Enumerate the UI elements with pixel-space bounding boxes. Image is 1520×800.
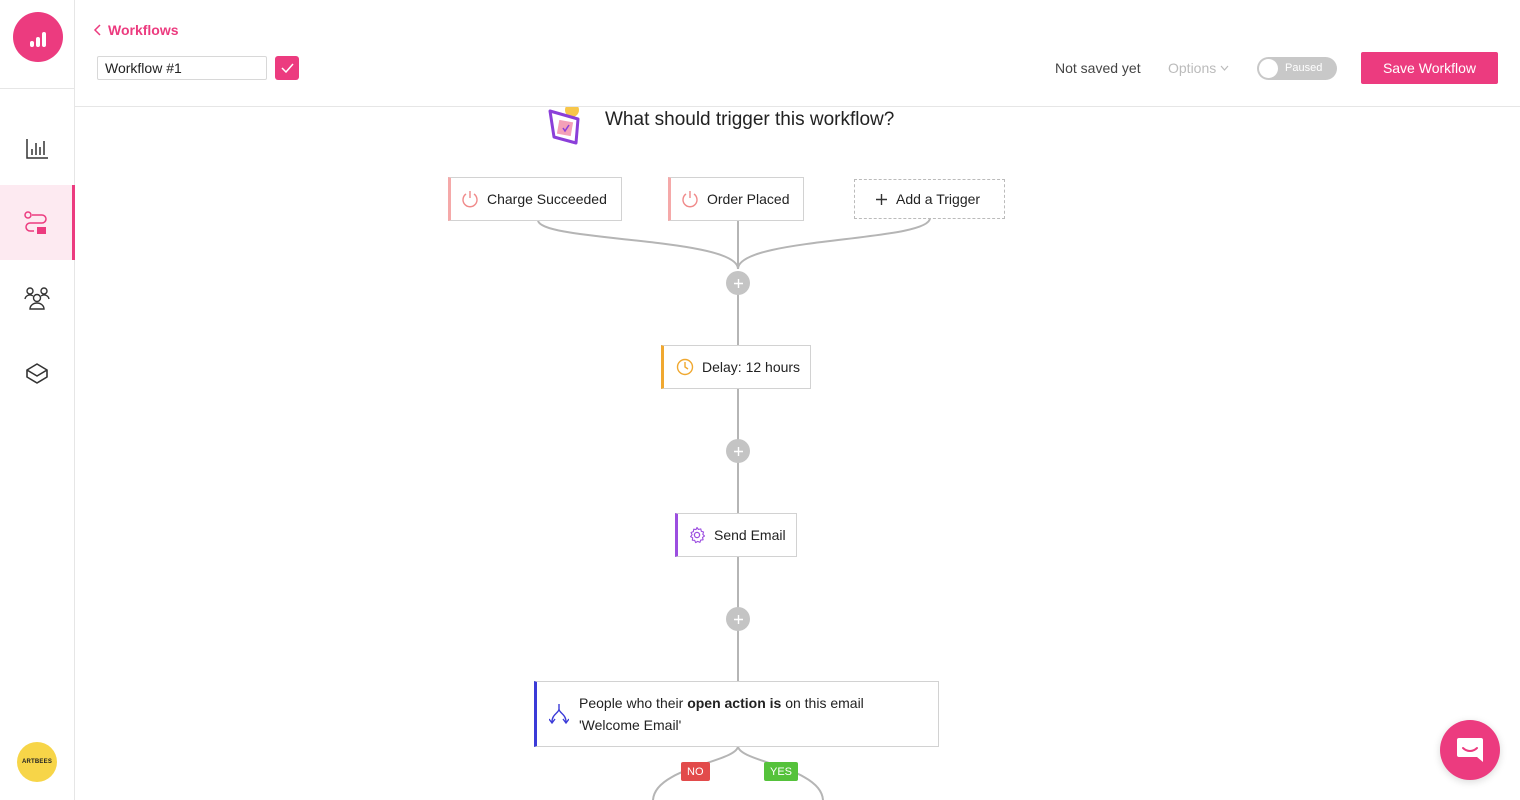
page-header: Workflows Not saved yet Options Paused S… [75, 0, 1520, 107]
workflow-canvas[interactable]: What should trigger this workflow? Charg… [75, 107, 1520, 800]
plus-icon [733, 614, 743, 624]
add-trigger-button[interactable]: Add a Trigger [854, 179, 1005, 219]
condition-node[interactable]: People who their open action is on this … [534, 681, 939, 747]
trigger-label: Charge Succeeded [487, 191, 607, 207]
delay-node[interactable]: Delay: 12 hours [661, 345, 811, 389]
plus-icon [875, 193, 888, 206]
sidebar-divider [0, 88, 75, 89]
options-label: Options [1168, 60, 1217, 76]
condition-bold: open action is [687, 695, 782, 711]
back-link-label: Workflows [108, 22, 179, 38]
send-email-node[interactable]: Send Email [675, 513, 797, 557]
app-logo[interactable] [13, 12, 63, 62]
condition-text: People who their open action is on this … [579, 692, 864, 736]
avatar-text: ARTBEES [21, 759, 53, 765]
trigger-node-charge-succeeded[interactable]: Charge Succeeded [448, 177, 622, 221]
plus-icon [733, 278, 743, 288]
plus-icon [733, 446, 743, 456]
chat-icon [1457, 738, 1483, 762]
add-step-button[interactable] [726, 607, 750, 631]
back-to-workflows-link[interactable]: Workflows [93, 22, 179, 38]
sidebar-item-analytics[interactable] [0, 111, 74, 186]
condition-suffix: on this email [781, 695, 864, 711]
gear-icon [688, 526, 706, 544]
save-workflow-button[interactable]: Save Workflow [1361, 52, 1498, 84]
save-status-text: Not saved yet [1055, 60, 1141, 76]
workflow-name-input[interactable] [97, 56, 267, 80]
sidebar: ARTBEES [0, 0, 75, 800]
account-avatar[interactable]: ARTBEES [17, 742, 57, 782]
workflows-icon [24, 210, 47, 234]
toggle-label: Paused [1285, 62, 1323, 74]
branch-yes-badge: YES [764, 762, 799, 781]
sidebar-item-products[interactable] [0, 336, 74, 411]
chevron-down-icon [1220, 65, 1229, 71]
condition-prefix: People who their [579, 695, 688, 711]
box-icon [26, 362, 48, 384]
options-dropdown[interactable]: Options [1168, 60, 1229, 76]
people-icon [24, 286, 50, 310]
trigger-prompt: What should trigger this workflow? [605, 109, 895, 130]
trigger-node-order-placed[interactable]: Order Placed [668, 177, 804, 221]
check-icon [280, 63, 294, 73]
condition-email-name: 'Welcome Email' [579, 717, 682, 733]
trigger-illustration-icon [548, 107, 580, 145]
analytics-icon [26, 138, 48, 159]
sidebar-item-people[interactable] [0, 260, 74, 335]
delay-label: Delay: 12 hours [702, 359, 801, 375]
power-icon [681, 190, 699, 208]
branch-no-badge: NO [681, 762, 710, 781]
sidebar-item-workflows[interactable] [0, 185, 75, 260]
chat-support-button[interactable] [1440, 720, 1500, 780]
workflow-status-toggle[interactable]: Paused [1257, 57, 1337, 80]
send-email-label: Send Email [714, 527, 786, 543]
add-step-button[interactable] [726, 271, 750, 295]
add-step-button[interactable] [726, 439, 750, 463]
power-icon [461, 190, 479, 208]
chevron-left-icon [93, 24, 101, 36]
trigger-label: Order Placed [707, 191, 790, 207]
clock-icon [676, 358, 694, 376]
toggle-knob [1259, 59, 1278, 78]
add-trigger-label: Add a Trigger [896, 191, 981, 207]
confirm-name-button[interactable] [275, 56, 299, 80]
split-branch-icon [549, 703, 569, 725]
